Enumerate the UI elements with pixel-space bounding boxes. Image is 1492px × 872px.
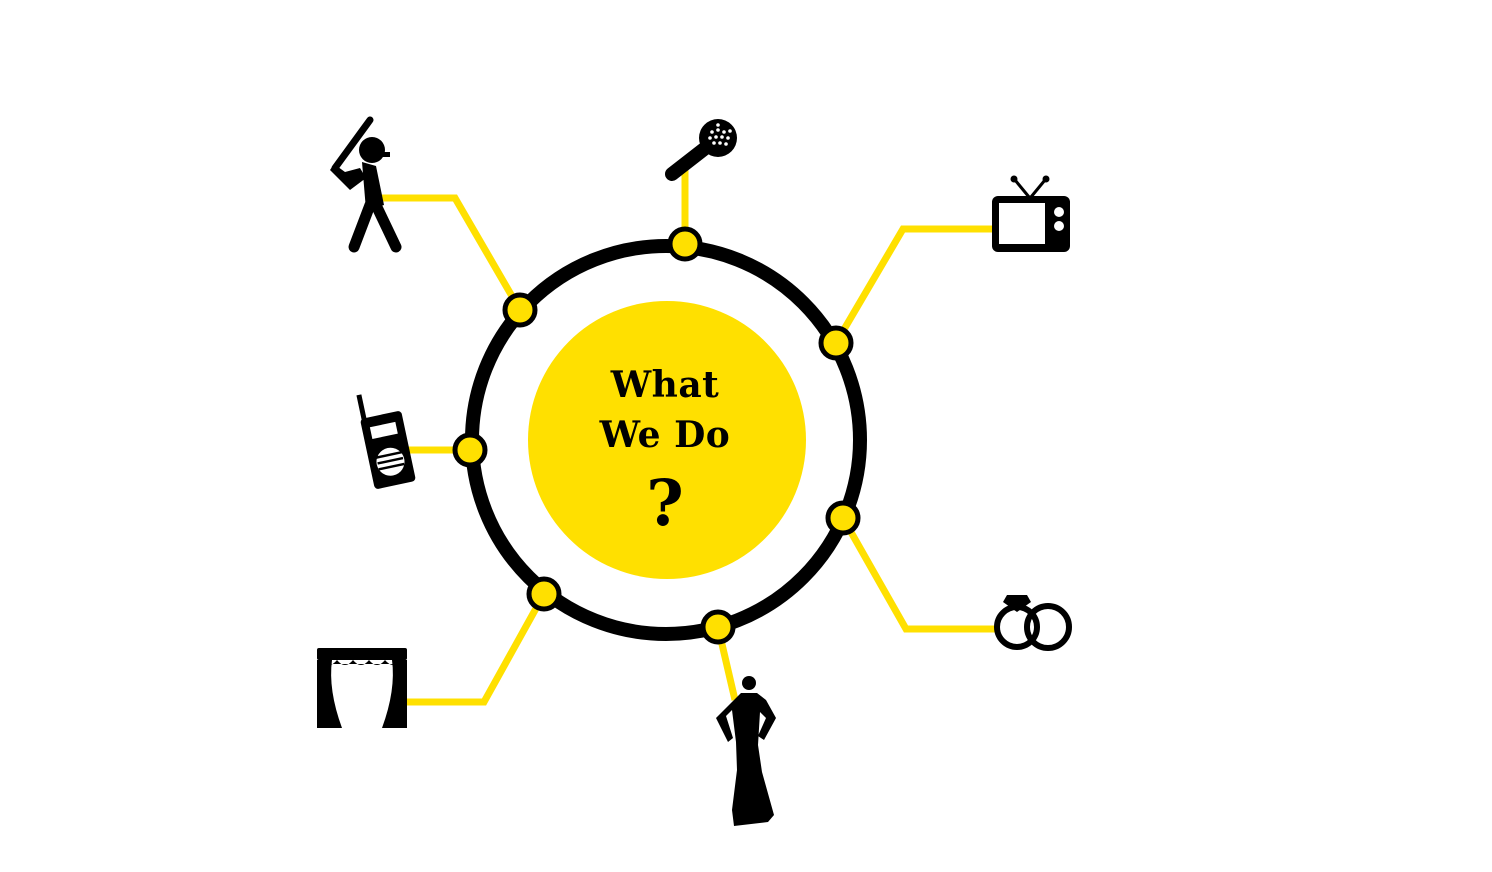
connector-stage — [405, 592, 548, 706]
node-tv — [818, 325, 854, 361]
connector-rings — [839, 516, 1000, 633]
walkie-talkie-icon — [356, 394, 416, 489]
microphone-icon — [665, 119, 737, 181]
title-line-1: What — [610, 364, 720, 406]
node-rings — [825, 500, 861, 536]
title-line-2: We Do — [599, 414, 731, 456]
node-walkie-talkie — [452, 432, 488, 468]
theater-stage-icon — [317, 648, 407, 728]
question-mark: ? — [646, 466, 684, 541]
connector-tv — [832, 225, 995, 345]
node-batter — [502, 292, 538, 328]
center-disc — [528, 301, 806, 579]
wedding-rings-icon — [994, 595, 1072, 651]
ring-nodes — [452, 226, 861, 645]
node-model — [700, 609, 736, 645]
model-in-gown-icon — [716, 676, 776, 826]
connector-batter — [375, 194, 524, 312]
television-icon — [992, 175, 1070, 252]
baseball-batter-icon — [330, 116, 402, 253]
node-stage — [526, 576, 562, 612]
center-title: What We Do ? — [540, 360, 790, 544]
node-microphone — [667, 226, 703, 262]
